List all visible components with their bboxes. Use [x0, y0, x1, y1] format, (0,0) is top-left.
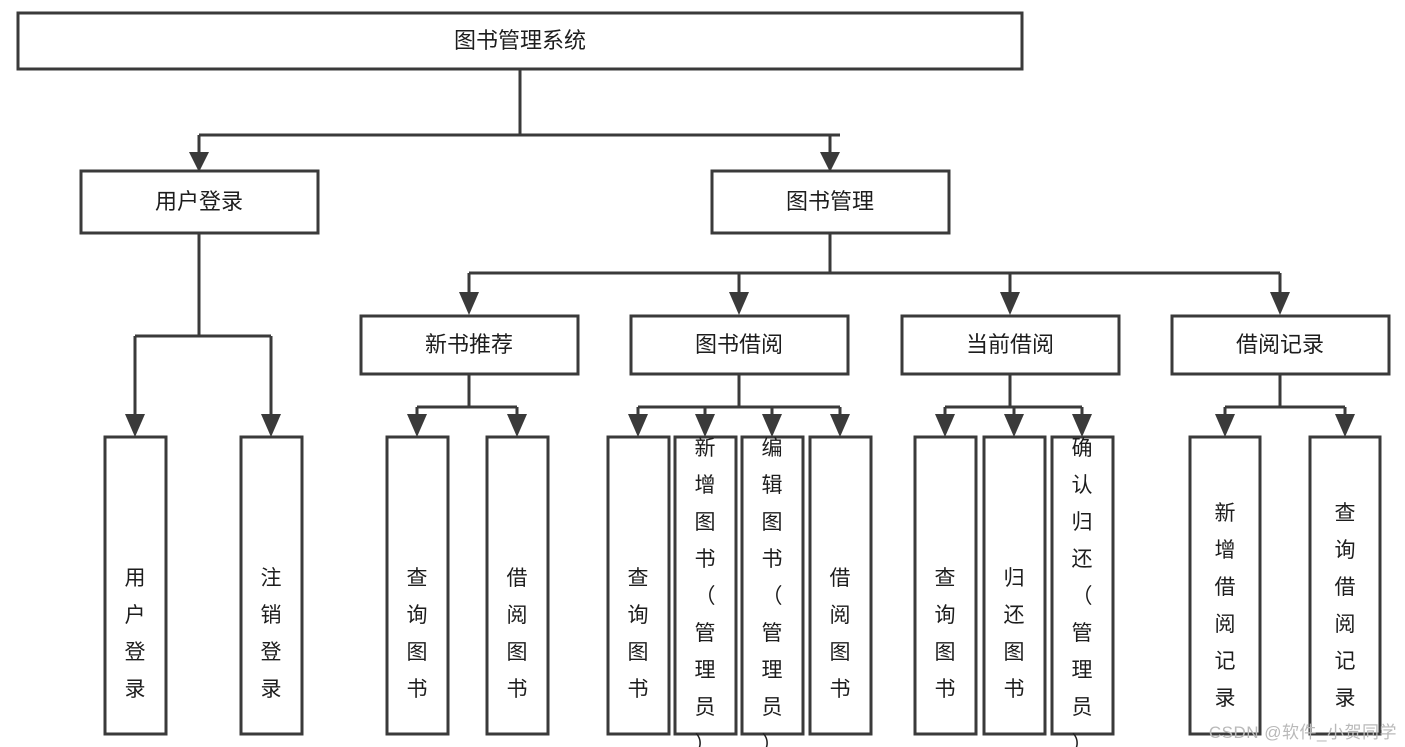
node-leaf7-box[interactable] [740, 435, 805, 736]
node-leaf12-box[interactable] [1188, 435, 1262, 736]
node-leaf7[interactable]: 编辑图书（管理员） [740, 435, 805, 747]
node-newbook-label: 新书推荐 [425, 332, 513, 357]
node-bookmgmt[interactable]: 图书管理 [710, 169, 951, 235]
node-leaf7-label: 编辑图书（管理员） [762, 437, 783, 747]
node-leaf13[interactable]: 查询借阅记录 [1308, 435, 1382, 736]
node-leaf3-box[interactable] [385, 435, 450, 736]
arrowhead-leaf8 [830, 414, 850, 437]
node-leaf6-label: 新增图书（管理员） [695, 437, 716, 747]
arrowhead-borrow [729, 292, 749, 315]
arrowhead-current [1000, 292, 1020, 315]
node-bookmgmt-box[interactable] [710, 169, 951, 235]
arrowhead-leaf12 [1215, 414, 1235, 437]
node-leaf4-label: 借阅图书 [507, 567, 528, 701]
node-leaf3[interactable]: 查询图书 [385, 435, 450, 736]
node-current-box[interactable] [900, 314, 1121, 376]
node-leaf2[interactable]: 注销登录 [239, 435, 304, 736]
node-leaf10-box[interactable] [982, 435, 1047, 736]
node-borrow-box[interactable] [629, 314, 850, 376]
connector-root-to-level2 [197, 69, 840, 152]
node-leaf9[interactable]: 查询图书 [913, 435, 978, 736]
connector-group-login [125, 233, 281, 437]
node-borrow-label: 图书借阅 [695, 332, 783, 357]
arrowhead-leaf3 [407, 414, 427, 437]
node-leaf5-box[interactable] [606, 435, 671, 736]
node-leaf9-label: 查询图书 [935, 567, 956, 701]
arrowhead-leaf10 [1004, 414, 1024, 437]
node-leaf12[interactable]: 新增借阅记录 [1188, 435, 1262, 736]
node-leaf11[interactable]: 确认归还（管理员） [1050, 435, 1115, 747]
arrowhead-newbook [459, 292, 479, 315]
arrowhead-leaf6 [695, 414, 715, 437]
node-current-label: 当前借阅 [966, 332, 1054, 357]
node-leaf2-box[interactable] [239, 435, 304, 736]
node-leaf10-label: 归还图书 [1004, 567, 1025, 701]
node-leaf6-box[interactable] [673, 435, 738, 736]
node-login-box[interactable] [79, 169, 320, 235]
arrowhead-leaf13 [1335, 414, 1355, 437]
arrowhead-leaf2 [261, 414, 281, 437]
node-leaf12-label: 新增借阅记录 [1215, 502, 1236, 710]
node-root[interactable]: 图书管理系统 [16, 11, 1024, 71]
connector-borrow-to-leaves [636, 375, 842, 417]
node-leaf9-box[interactable] [913, 435, 978, 736]
arrowhead-bookmgmt [820, 152, 840, 172]
connector-newbook-to-leaves [415, 375, 519, 417]
connector-records-to-leaves [1223, 375, 1347, 417]
connector-group-root [189, 69, 840, 172]
connector-group-newbook [407, 375, 527, 437]
node-newbook-box[interactable] [359, 314, 580, 376]
arrowhead-records [1270, 292, 1290, 315]
node-leaf11-box[interactable] [1050, 435, 1115, 736]
node-leaf13-box[interactable] [1308, 435, 1382, 736]
node-leaf1-box[interactable] [103, 435, 168, 736]
connector-bookmgmt-to-level3 [467, 233, 1282, 295]
arrowhead-leaf5 [628, 414, 648, 437]
connector-group-borrow [628, 375, 850, 437]
connector-group-bookmgmt [459, 233, 1290, 315]
node-current[interactable]: 当前借阅 [900, 314, 1121, 376]
node-borrow[interactable]: 图书借阅 [629, 314, 850, 376]
node-bookmgmt-label: 图书管理 [786, 189, 874, 214]
arrowhead-leaf11 [1072, 414, 1092, 437]
node-leaf11-label: 确认归还（管理员） [1072, 437, 1093, 747]
node-login[interactable]: 用户登录 [79, 169, 320, 235]
connector-group-records [1215, 375, 1355, 437]
arrowhead-leaf9 [935, 414, 955, 437]
node-leaf2-label: 注销登录 [261, 567, 282, 701]
connector-login-to-leaves [133, 233, 273, 418]
node-leaf8-label: 借阅图书 [830, 567, 851, 701]
node-leaf1[interactable]: 用户登录 [103, 435, 168, 736]
node-leaf13-label: 查询借阅记录 [1335, 502, 1356, 710]
node-leaf6[interactable]: 新增图书（管理员） [673, 435, 738, 747]
node-leaf1-label: 用户登录 [125, 567, 146, 701]
arrowhead-leaf7 [762, 414, 782, 437]
node-login-label: 用户登录 [155, 189, 243, 214]
node-records-box[interactable] [1170, 314, 1391, 376]
node-leaf5[interactable]: 查询图书 [606, 435, 671, 736]
node-leaf5-label: 查询图书 [628, 567, 649, 701]
node-records[interactable]: 借阅记录 [1170, 314, 1391, 376]
node-leaf3-label: 查询图书 [407, 567, 428, 701]
node-leaf8-box[interactable] [808, 435, 873, 736]
node-root-box[interactable] [16, 11, 1024, 71]
node-records-label: 借阅记录 [1236, 332, 1324, 357]
node-leaf4-box[interactable] [485, 435, 550, 736]
node-leaf8[interactable]: 借阅图书 [808, 435, 873, 736]
arrowhead-leaf1 [125, 414, 145, 437]
connector-group-current [935, 375, 1092, 437]
connector-current-to-leaves [943, 375, 1084, 417]
arrowhead-leaf4 [507, 414, 527, 437]
node-newbook[interactable]: 新书推荐 [359, 314, 580, 376]
node-leaf4[interactable]: 借阅图书 [485, 435, 550, 736]
node-root-label: 图书管理系统 [454, 28, 586, 53]
node-leaf10[interactable]: 归还图书 [982, 435, 1047, 736]
arrowhead-login [189, 152, 209, 172]
